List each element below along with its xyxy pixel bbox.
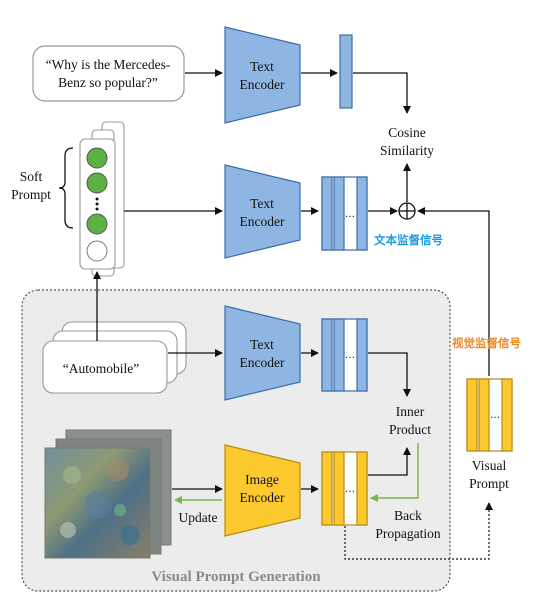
back-propagation-line-1: Back — [394, 508, 422, 523]
cosine-similarity-line-1: Cosine — [388, 125, 426, 140]
soft-prompt-label-line-1: Soft — [20, 169, 43, 184]
query-text-line-2: Benz so popular?” — [58, 75, 158, 90]
svg-text:…: … — [345, 484, 355, 495]
soft-token-1 — [86, 147, 108, 169]
text-embedding-2: … — [321, 176, 368, 251]
svg-text:…: … — [345, 350, 355, 361]
visual-prompt-embedding: … — [466, 378, 513, 452]
visual-supervision-signal: 视觉监督信号 — [452, 336, 521, 350]
image-embedding: … — [321, 451, 368, 526]
text-encoder-1-label-line-1: Text — [250, 59, 274, 74]
visual-prompt-label-line-1: Visual — [472, 458, 507, 473]
automobile-label: “Automobile” — [63, 361, 139, 376]
text-embedding-1 — [339, 34, 353, 109]
back-propagation-line-2: Propagation — [375, 526, 440, 541]
soft-token-empty — [86, 240, 108, 262]
text-encoder-2-label-line-2: Encoder — [240, 214, 285, 229]
image-encoder — [224, 444, 301, 537]
update-label: Update — [179, 510, 218, 525]
query-box — [32, 45, 185, 102]
text-embedding-3: … — [321, 318, 368, 392]
inner-product-line-2: Product — [389, 422, 431, 437]
soft-prompt-label-line-2: Prompt — [11, 187, 51, 202]
image-encoder-label-line-2: Encoder — [240, 490, 285, 505]
image-encoder-label-line-1: Image — [245, 472, 279, 487]
visual-prompt-label-line-2: Prompt — [469, 476, 509, 491]
text-encoder-1-label-line-2: Encoder — [240, 77, 285, 92]
svg-text:…: … — [345, 209, 355, 220]
soft-token-3 — [86, 213, 108, 235]
text-encoder-3-label-line-1: Text — [250, 337, 274, 352]
cosine-similarity-line-2: Similarity — [380, 143, 434, 158]
generated-visual-prompt-images — [44, 429, 172, 559]
text-supervision-signal: 文本监督信号 — [374, 233, 443, 247]
query-text-line-1: “Why is the Mercedes- — [46, 57, 171, 72]
text-encoder-3-label-line-2: Encoder — [240, 355, 285, 370]
text-encoder-2 — [224, 164, 301, 259]
automobile-prompt-stack — [42, 321, 187, 394]
combine-operator — [398, 202, 416, 220]
soft-token-2 — [86, 172, 108, 194]
back-propagation-arrow — [370, 443, 419, 502]
soft-prompt-brace — [58, 147, 74, 229]
svg-text:…: … — [490, 410, 500, 421]
soft-prompt-stack — [79, 121, 125, 277]
text-encoder-1 — [224, 26, 301, 124]
text-encoder-2-label-line-1: Text — [250, 196, 274, 211]
inner-product-line-1: Inner — [396, 404, 425, 419]
section-title: Visual Prompt Generation — [151, 569, 321, 585]
text-encoder-3 — [224, 305, 301, 401]
